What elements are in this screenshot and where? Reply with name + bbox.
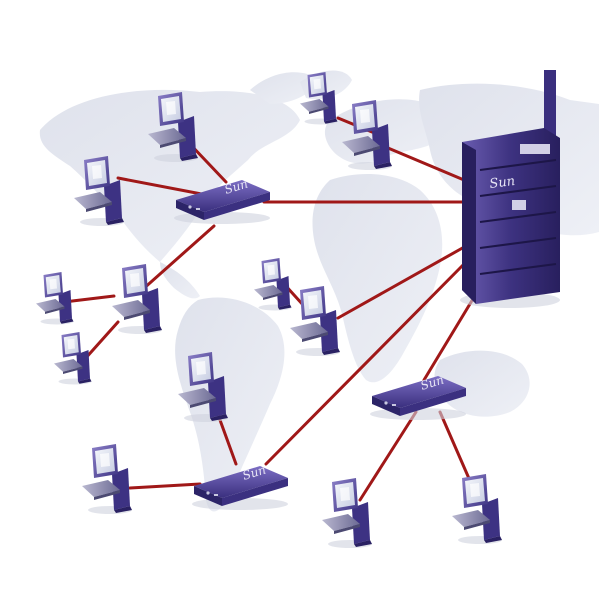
workstation-icon bbox=[36, 272, 74, 325]
server-left-logo: Sun bbox=[223, 177, 250, 197]
server-bottom-right-icon: Sun bbox=[370, 373, 466, 420]
server-left-icon: Sun bbox=[174, 177, 270, 224]
workstation-icon bbox=[254, 258, 292, 311]
server-bottom-left-icon: Sun bbox=[192, 463, 288, 510]
workstation-icon bbox=[54, 332, 92, 385]
rack-server-logo: Sun bbox=[489, 174, 516, 192]
workstation-icon bbox=[82, 444, 132, 514]
rack-server-icon: Sun bbox=[460, 70, 560, 308]
server-bottom-right-logo: Sun bbox=[419, 373, 446, 393]
workstation-icon bbox=[322, 478, 372, 548]
workstation-icon bbox=[112, 264, 162, 334]
workstation-icon bbox=[452, 474, 502, 544]
server-bottom-left-logo: Sun bbox=[241, 463, 268, 483]
workstation-icon bbox=[290, 286, 340, 356]
